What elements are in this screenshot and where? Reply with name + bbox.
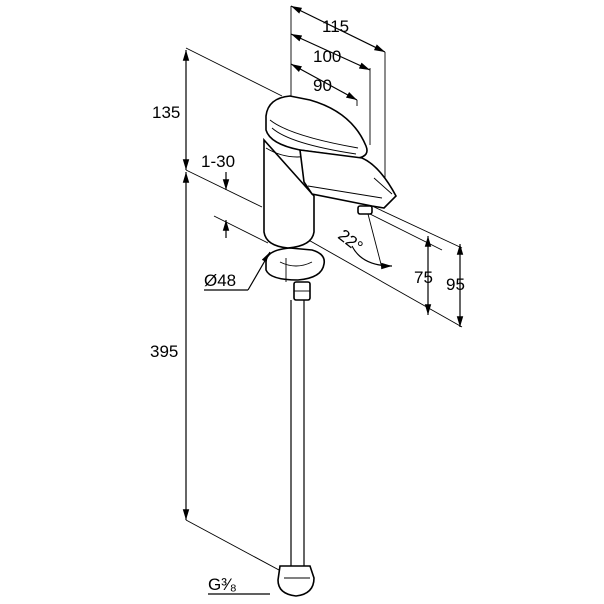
- dim-label-90: 90: [313, 76, 332, 95]
- dim-label-135: 135: [152, 103, 180, 122]
- deck-thickness-dimension: [213, 172, 269, 244]
- base-ring: [265, 247, 326, 281]
- spout-aerator: [357, 205, 373, 215]
- top-dimension-group: [290, 5, 386, 183]
- dim-label-115: 115: [322, 17, 349, 36]
- dim-label-395: 395: [150, 342, 178, 361]
- dim-label-75: 75: [414, 268, 433, 287]
- dim-label-angle: 22°: [334, 226, 366, 257]
- right-dimension-group: [304, 205, 464, 328]
- dim-label-deck-thickness: 1-30: [201, 152, 235, 171]
- bottom-connector-nut: [277, 565, 315, 597]
- dim-label-thread: G³⁄₈: [208, 575, 237, 594]
- dim-label-100: 100: [313, 47, 341, 66]
- faucet-body: [263, 95, 397, 597]
- dim-label-diameter: Ø48: [204, 271, 236, 290]
- lever-handle: [265, 95, 368, 159]
- dim-label-95: 95: [446, 275, 465, 294]
- dim-line-90: [290, 63, 358, 101]
- angle-dimension: [351, 213, 393, 270]
- faucet-spout: [299, 149, 397, 209]
